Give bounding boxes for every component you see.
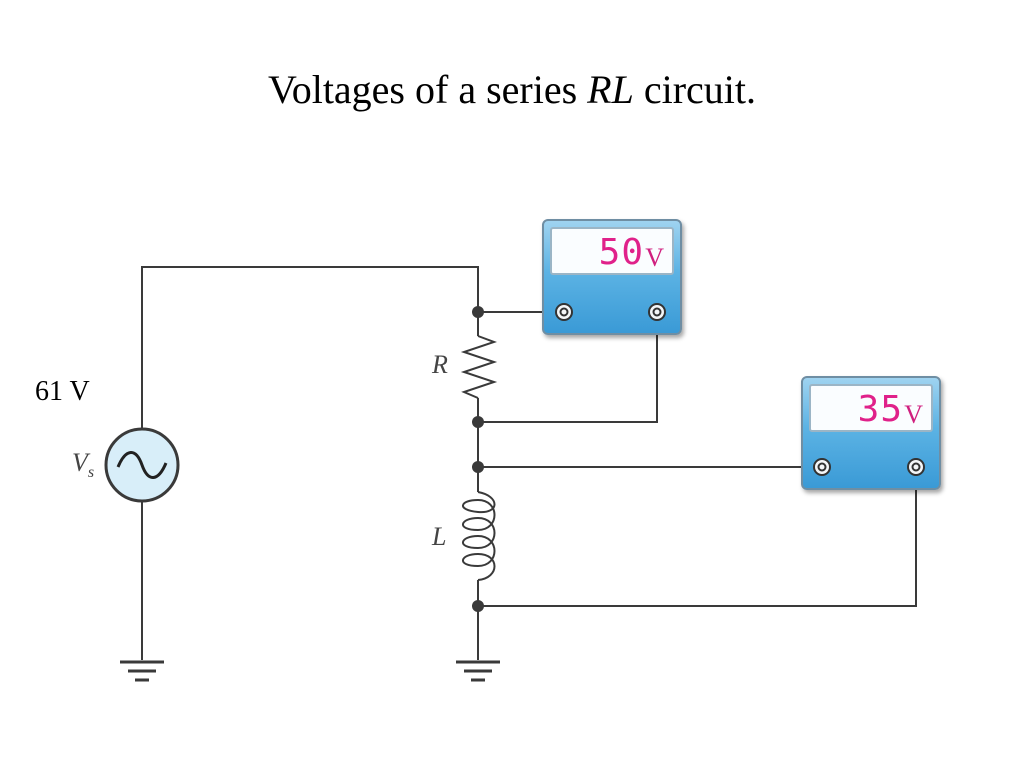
junction-dot bbox=[472, 461, 484, 473]
title-text: Voltages of a series bbox=[267, 67, 588, 112]
meter-unit: V bbox=[904, 400, 923, 429]
junction-dot bbox=[472, 600, 484, 612]
meter-display: 35 V bbox=[809, 384, 933, 432]
terminal-icon bbox=[907, 458, 925, 476]
meter-reading: 50 bbox=[598, 232, 644, 273]
terminal-icon bbox=[555, 303, 573, 321]
terminal-icon bbox=[648, 303, 666, 321]
title-suffix: circuit. bbox=[633, 67, 757, 112]
resistor-label: R bbox=[432, 350, 448, 379]
ground-left-icon bbox=[120, 660, 164, 682]
resistor-zigzag bbox=[460, 335, 498, 399]
source-symbol: V bbox=[72, 448, 88, 477]
meter-display: 50 V bbox=[550, 227, 674, 275]
slide-title: Voltages of a series RL circuit. bbox=[0, 66, 1024, 113]
wire-source-top bbox=[141, 266, 479, 428]
source-subscript: s bbox=[87, 464, 95, 482]
source-label: Vs bbox=[72, 448, 94, 482]
terminal-icon bbox=[813, 458, 831, 476]
wire-meter1-minus bbox=[478, 312, 658, 423]
junction-dot bbox=[472, 416, 484, 428]
source-voltage-value: 61 V bbox=[35, 376, 90, 407]
wire-meter2-minus bbox=[478, 467, 917, 607]
inductor-label: L bbox=[432, 522, 447, 551]
meter-unit: V bbox=[645, 243, 664, 272]
sine-wave-icon bbox=[116, 451, 168, 479]
ground-right-icon bbox=[456, 660, 500, 682]
meter-reading: 35 bbox=[857, 389, 903, 430]
inductor-coil bbox=[462, 491, 496, 581]
junction-dot bbox=[472, 306, 484, 318]
title-emphasis: RL bbox=[587, 67, 634, 112]
ac-source bbox=[104, 427, 180, 503]
voltmeter-inductor: 35 V bbox=[801, 376, 941, 490]
